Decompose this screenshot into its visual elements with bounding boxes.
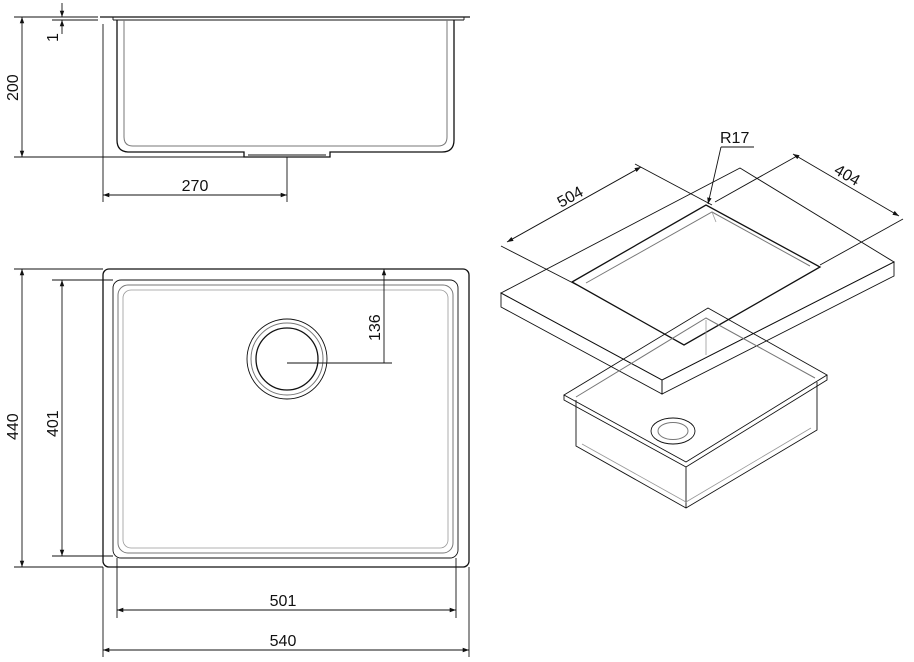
sink-bottom-edge	[581, 427, 812, 503]
countertop-front-face	[500, 292, 663, 395]
inner-depth-label: 401	[45, 410, 62, 437]
drain-x-label: 270	[182, 178, 209, 195]
drain-y-label: 136	[367, 314, 384, 341]
cutout-length-label: 504	[555, 184, 587, 212]
rim-thickness-label: 1	[45, 33, 62, 42]
top-bowl-floor	[122, 289, 449, 549]
radius-leader-arrow	[707, 146, 722, 205]
outer-width-label: 540	[270, 633, 297, 650]
drain-outer-ring	[246, 318, 328, 400]
cutout-inner-wall	[585, 211, 811, 284]
iso-drain-outer	[650, 417, 696, 445]
cutout-width-ext-left	[714, 155, 798, 203]
sink-rim-edge	[563, 375, 828, 468]
side-view: 1 200 270	[5, 3, 470, 202]
inner-width-label: 501	[270, 593, 297, 610]
top-outer-rim	[102, 268, 470, 568]
countertop-right-face	[661, 261, 895, 395]
cutout-width-dim-line	[792, 153, 900, 217]
drain-hole	[255, 327, 319, 391]
side-bowl-outline	[116, 20, 455, 158]
outer-depth-label: 440	[5, 413, 22, 440]
top-view: 136 401 440 501 540	[5, 268, 470, 657]
side-bowl-inner	[123, 20, 448, 147]
top-bowl-outer	[112, 279, 459, 559]
sink-rim-top	[563, 307, 828, 463]
drain-mid-ring	[250, 322, 324, 396]
cutout-length-dim-line	[506, 166, 642, 243]
sink-body-outline	[575, 382, 818, 509]
sink-inner-rim	[575, 317, 816, 398]
cutout-outline	[570, 204, 822, 346]
depth-label: 200	[5, 74, 22, 101]
iso-drain-inner	[657, 422, 689, 440]
cutout-width-ext-right	[819, 218, 904, 266]
cutout-length-ext-left	[500, 245, 578, 286]
cutout-length-ext-right	[634, 163, 713, 206]
cutout-corner-edge	[711, 211, 717, 223]
corner-radius-label: R17	[720, 130, 749, 147]
top-bowl-mid	[117, 284, 454, 554]
isometric-view: 504 404 R17	[500, 130, 904, 509]
